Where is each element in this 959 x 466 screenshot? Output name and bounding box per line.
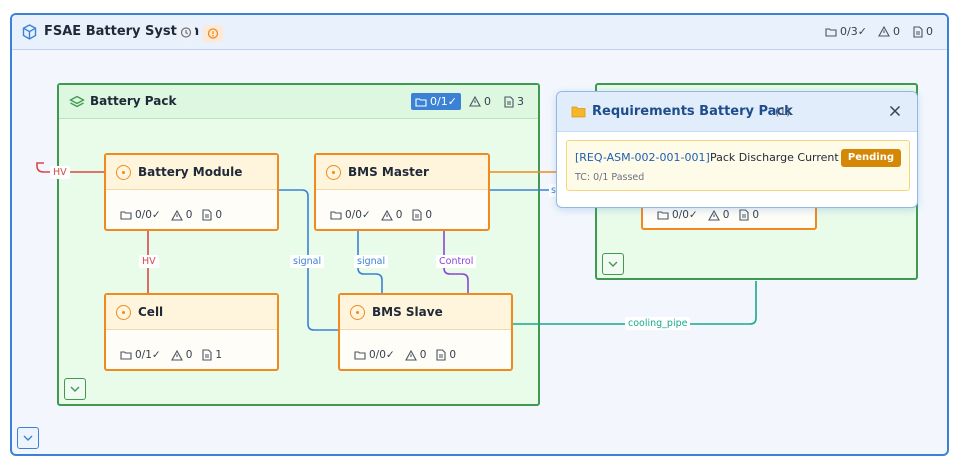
folder-icon xyxy=(415,97,427,107)
battery-module-header: Battery Module xyxy=(106,155,277,190)
warning-icon xyxy=(707,209,720,221)
root-warnings-stat: 0 xyxy=(878,25,900,38)
battery-pack-files-stat[interactable]: 0/1✓ xyxy=(411,93,461,110)
cooling-label: cooling_pipe xyxy=(625,317,691,330)
root-files-stat: 0/3✓ xyxy=(825,25,867,38)
component-icon xyxy=(116,305,131,320)
requirements-popup: Requirements Battery Pack (1) [REQ-ASM-0… xyxy=(556,91,918,208)
secondary-group-collapse-button[interactable] xyxy=(602,253,624,275)
bms-master-node[interactable]: BMS Master 0/0✓ 0 0 xyxy=(314,153,490,231)
cell-stats: 0/1✓ 0 1 xyxy=(120,349,222,361)
battery-pack-title: Battery Pack xyxy=(90,94,177,108)
warning-icon xyxy=(469,96,481,107)
root-collapse-button[interactable] xyxy=(17,427,39,449)
signal-module-slave-label: signal xyxy=(290,255,325,268)
battery-pack-docs-stat: 3 xyxy=(504,95,524,108)
component-icon xyxy=(116,165,131,180)
folder-icon xyxy=(354,351,366,360)
document-icon xyxy=(739,209,749,221)
hv-left-label: HV xyxy=(50,166,70,179)
requirement-id-link[interactable]: [REQ-ASM-002-001-001] xyxy=(575,151,710,164)
battery-pack-collapse-button[interactable] xyxy=(64,378,86,400)
folder-icon xyxy=(657,211,669,220)
requirement-test-cases: TC: 0/1 Passed xyxy=(575,172,645,183)
warning-icon xyxy=(878,26,890,37)
cube-icon xyxy=(22,24,37,40)
folder-icon xyxy=(825,27,837,37)
bms-master-title: BMS Master xyxy=(348,165,429,179)
folder-icon xyxy=(120,211,132,220)
control-edge[interactable] xyxy=(443,231,469,293)
battery-pack-warnings-stat: 0 xyxy=(469,95,491,108)
root-title: FSAE Battery System xyxy=(44,24,200,39)
component-icon xyxy=(350,305,365,320)
signal-master-slave-edge[interactable] xyxy=(357,231,383,293)
folder-icon xyxy=(330,211,342,220)
signal-cut-label: s xyxy=(549,184,558,197)
component-icon xyxy=(326,165,341,180)
requirements-count: (1) xyxy=(775,105,791,118)
requirement-card[interactable]: [REQ-ASM-002-001-001] Pack Discharge Cur… xyxy=(566,140,910,191)
battery-pack-header: Battery Pack 0/1✓ 0 3 xyxy=(59,85,538,119)
battery-module-node[interactable]: Battery Module 0/0✓ 0 0 xyxy=(104,153,279,231)
battery-module-stats: 0/0✓ 0 0 xyxy=(120,209,222,221)
document-icon xyxy=(412,209,422,221)
hv-cell-label: HV xyxy=(139,255,159,268)
history-icon[interactable] xyxy=(177,24,195,41)
document-icon xyxy=(436,349,446,361)
warning-icon xyxy=(380,209,393,221)
warning-icon xyxy=(170,209,183,221)
bms-slave-header: BMS Slave xyxy=(340,295,511,330)
folder-icon xyxy=(120,351,132,360)
chevron-down-icon xyxy=(70,386,80,392)
chevron-down-icon xyxy=(608,261,618,267)
alert-icon[interactable] xyxy=(203,25,223,42)
document-icon xyxy=(913,25,923,38)
layers-icon xyxy=(69,95,85,108)
status-badge: Pending xyxy=(840,149,901,167)
requirements-popup-title: Requirements Battery Pack xyxy=(592,104,793,119)
requirements-popup-header: Requirements Battery Pack (1) xyxy=(557,92,917,132)
cooling-edge[interactable] xyxy=(512,281,757,325)
close-icon[interactable] xyxy=(889,101,901,121)
battery-module-title: Battery Module xyxy=(138,165,243,179)
hidden-node-stats: 0/0✓ 0 0 xyxy=(657,209,759,221)
root-docs-stat: 0 xyxy=(913,25,933,38)
cell-node[interactable]: Cell 0/1✓ 0 1 xyxy=(104,293,279,371)
bms-master-header: BMS Master xyxy=(316,155,488,190)
cell-header: Cell xyxy=(106,295,277,330)
bms-slave-stats: 0/0✓ 0 0 xyxy=(354,349,456,361)
warning-icon xyxy=(404,349,417,361)
folder-icon xyxy=(571,106,586,118)
chevron-down-icon xyxy=(23,435,33,441)
hv-left-edge[interactable] xyxy=(36,162,104,173)
document-icon xyxy=(504,95,514,108)
signal-master-slave-label: signal xyxy=(354,255,389,268)
cell-title: Cell xyxy=(138,305,164,319)
control-label: Control xyxy=(436,255,477,268)
requirement-name: Pack Discharge Current xyxy=(710,151,839,164)
document-icon xyxy=(202,349,212,361)
bms-master-stats: 0/0✓ 0 0 xyxy=(330,209,432,221)
root-header: FSAE Battery System 0/3✓ 0 0 xyxy=(12,15,947,50)
bms-slave-title: BMS Slave xyxy=(372,305,443,319)
bms-slave-node[interactable]: BMS Slave 0/0✓ 0 0 xyxy=(338,293,513,371)
document-icon xyxy=(202,209,212,221)
warning-icon xyxy=(170,349,183,361)
